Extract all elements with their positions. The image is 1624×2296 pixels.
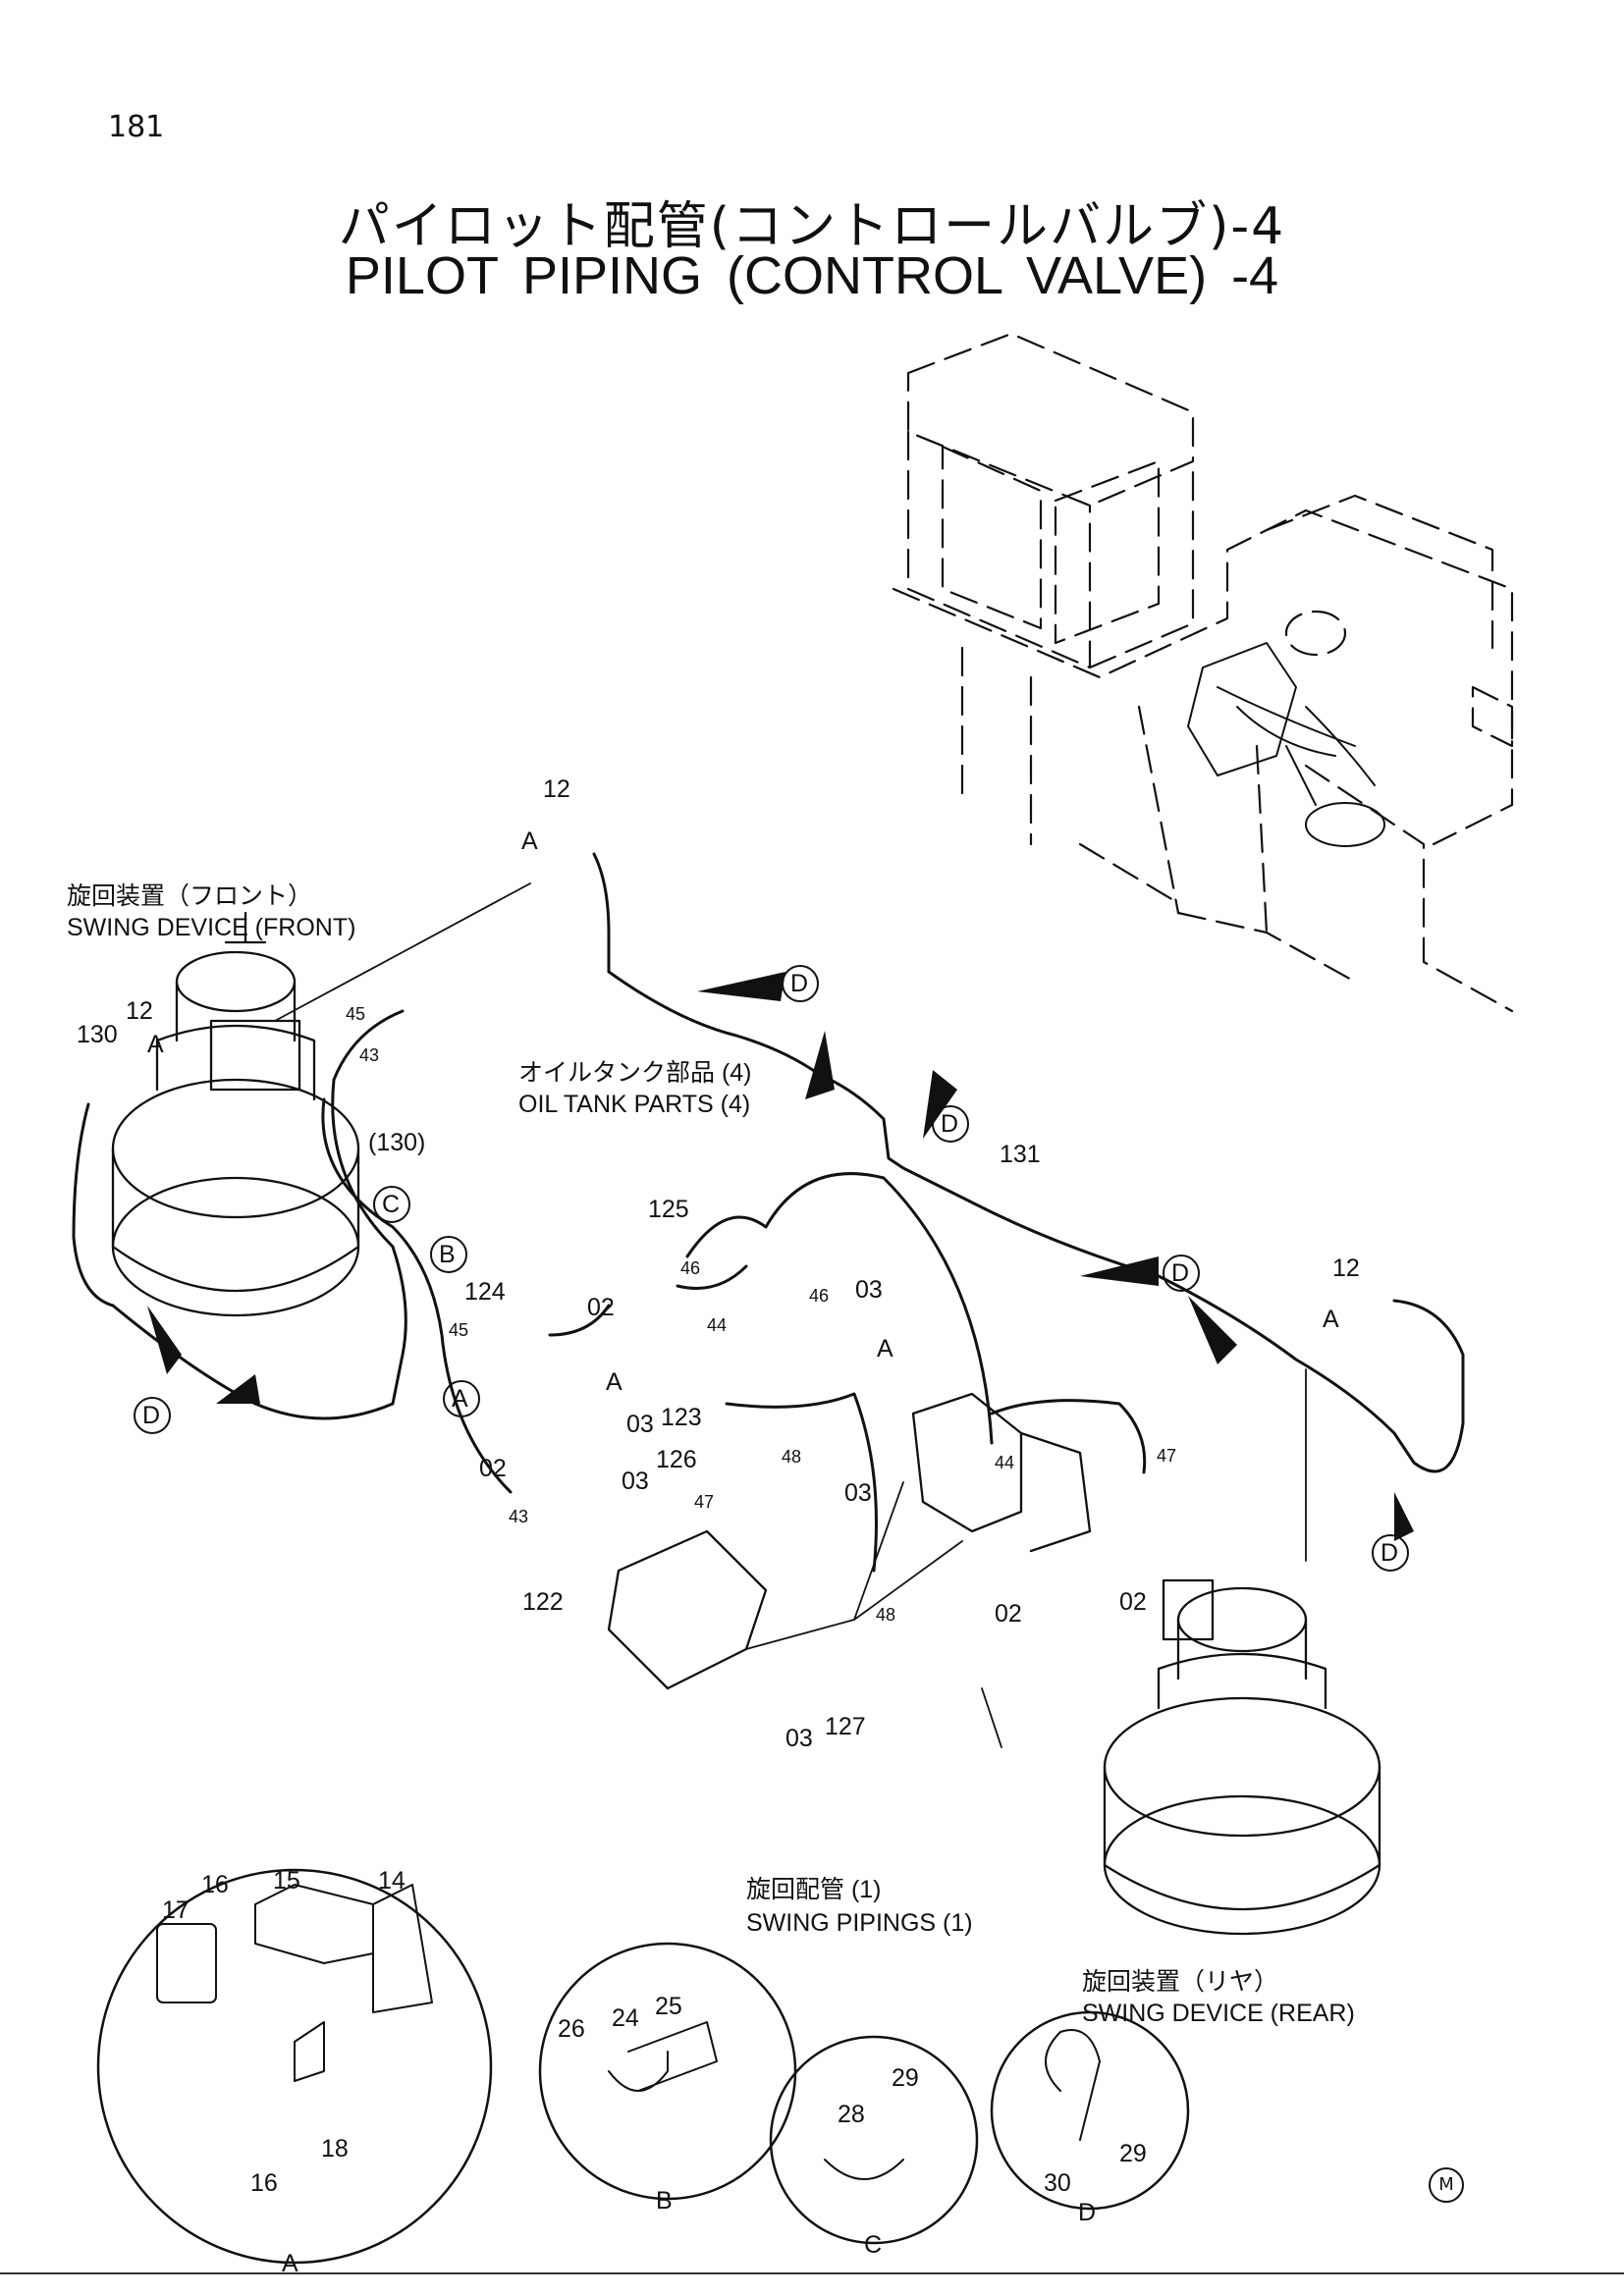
swing-device-front bbox=[111, 911, 360, 1317]
part-number: 24 bbox=[612, 2004, 639, 2032]
part-number: 03 bbox=[855, 1276, 883, 1304]
part-number: 48 bbox=[876, 1605, 896, 1625]
part-number: 02 bbox=[479, 1455, 507, 1482]
part-number: 127 bbox=[825, 1713, 866, 1740]
part-number: (130) bbox=[368, 1129, 426, 1156]
detail-label-c: C bbox=[864, 2231, 883, 2259]
callout-d: D bbox=[1380, 1539, 1399, 1567]
part-number: 29 bbox=[1119, 2140, 1147, 2167]
part-number: 47 bbox=[694, 1492, 715, 1512]
detail-label-b: B bbox=[656, 2187, 673, 2215]
detail-contents bbox=[156, 1884, 1101, 2180]
swing-rear-label-en: SWING DEVICE (REAR) bbox=[1082, 2000, 1355, 2027]
part-number: 03 bbox=[622, 1468, 649, 1495]
part-number: 122 bbox=[522, 1588, 564, 1616]
callout-d: D bbox=[142, 1402, 161, 1429]
detail-label-d: D bbox=[1078, 2199, 1097, 2226]
detail-label-a: A bbox=[282, 2250, 298, 2277]
part-number: 26 bbox=[558, 2015, 585, 2043]
part-number: 47 bbox=[1157, 1446, 1177, 1466]
mark-m-symbol: M bbox=[1429, 2167, 1464, 2203]
callout-c: C bbox=[382, 1191, 401, 1218]
callout-a: A bbox=[147, 1031, 164, 1058]
bottom-rule bbox=[0, 2272, 1624, 2274]
page-number: 181 bbox=[108, 110, 165, 144]
part-number: 44 bbox=[995, 1453, 1015, 1472]
part-number: 30 bbox=[1044, 2169, 1071, 2197]
swing-front-label-en: SWING DEVICE (FRONT) bbox=[67, 914, 356, 941]
part-number: 29 bbox=[892, 2064, 919, 2092]
part-number: 44 bbox=[707, 1315, 728, 1335]
part-number: 131 bbox=[1000, 1141, 1041, 1168]
callout-d: D bbox=[941, 1110, 959, 1138]
swing-pipings-label-jp: 旋回配管 (1) bbox=[746, 1876, 882, 1903]
part-number: 17 bbox=[162, 1896, 189, 1924]
swing-rear-label-jp: 旋回装置（リヤ） bbox=[1082, 1968, 1279, 1996]
part-number: 16 bbox=[201, 1871, 229, 1898]
control-valve bbox=[607, 1392, 1092, 1690]
callout-b: B bbox=[439, 1241, 456, 1268]
callout-a: A bbox=[452, 1385, 468, 1413]
part-number: 15 bbox=[273, 1867, 300, 1895]
part-number: 130 bbox=[77, 1021, 118, 1048]
part-number: 46 bbox=[680, 1258, 701, 1278]
title-english: PILOT PIPING (CONTROL VALVE) -4 bbox=[345, 246, 1279, 305]
part-number: 02 bbox=[1119, 1588, 1147, 1616]
callout-a: A bbox=[521, 828, 538, 855]
part-number: 45 bbox=[346, 1004, 366, 1024]
pipes bbox=[72, 852, 1465, 1573]
part-number: 123 bbox=[661, 1404, 702, 1431]
part-number: 02 bbox=[995, 1600, 1022, 1628]
callout-a: A bbox=[877, 1335, 893, 1362]
swing-pipings-label-en: SWING PIPINGS (1) bbox=[746, 1909, 973, 1937]
title-japanese: パイロット配管(コントロールバルブ)-4 bbox=[338, 197, 1286, 256]
detail-circles bbox=[96, 1868, 1190, 2265]
part-number: 45 bbox=[449, 1320, 469, 1340]
part-number: 126 bbox=[656, 1446, 697, 1473]
machine-valve-block bbox=[1187, 642, 1385, 847]
part-number: 18 bbox=[321, 2135, 349, 2163]
leaders bbox=[274, 882, 1307, 1748]
oil-tank-label-en: OIL TANK PARTS (4) bbox=[518, 1091, 751, 1118]
swing-front-label-jp: 旋回装置（フロント） bbox=[67, 882, 313, 910]
part-number: 03 bbox=[785, 1725, 813, 1752]
part-number: 03 bbox=[626, 1411, 654, 1438]
part-number: 25 bbox=[655, 1993, 682, 2020]
part-number: 124 bbox=[464, 1278, 506, 1306]
callout-bubbles bbox=[134, 965, 1409, 1572]
part-number: 12 bbox=[543, 775, 570, 803]
callout-a: A bbox=[606, 1368, 623, 1396]
part-number: 14 bbox=[378, 1867, 406, 1895]
part-number: 12 bbox=[1332, 1255, 1360, 1282]
part-number: 43 bbox=[509, 1507, 529, 1526]
swing-device-rear bbox=[1103, 1578, 1381, 1936]
part-number: 46 bbox=[809, 1286, 830, 1306]
part-number: 12 bbox=[126, 997, 153, 1025]
part-number: 28 bbox=[838, 2101, 865, 2128]
part-number: 48 bbox=[782, 1447, 802, 1467]
part-number: 02 bbox=[587, 1294, 615, 1321]
part-number: 125 bbox=[648, 1196, 689, 1223]
callout-a: A bbox=[1323, 1306, 1339, 1333]
d-arrows bbox=[147, 972, 1414, 1541]
part-number: 16 bbox=[250, 2169, 278, 2197]
machine-outline bbox=[892, 332, 1514, 1013]
oil-tank-label-jp: オイルタンク部品 (4) bbox=[518, 1059, 752, 1087]
part-number: 03 bbox=[844, 1479, 872, 1507]
callout-d: D bbox=[790, 970, 809, 997]
callout-d: D bbox=[1171, 1259, 1190, 1287]
part-number: 43 bbox=[359, 1045, 380, 1065]
